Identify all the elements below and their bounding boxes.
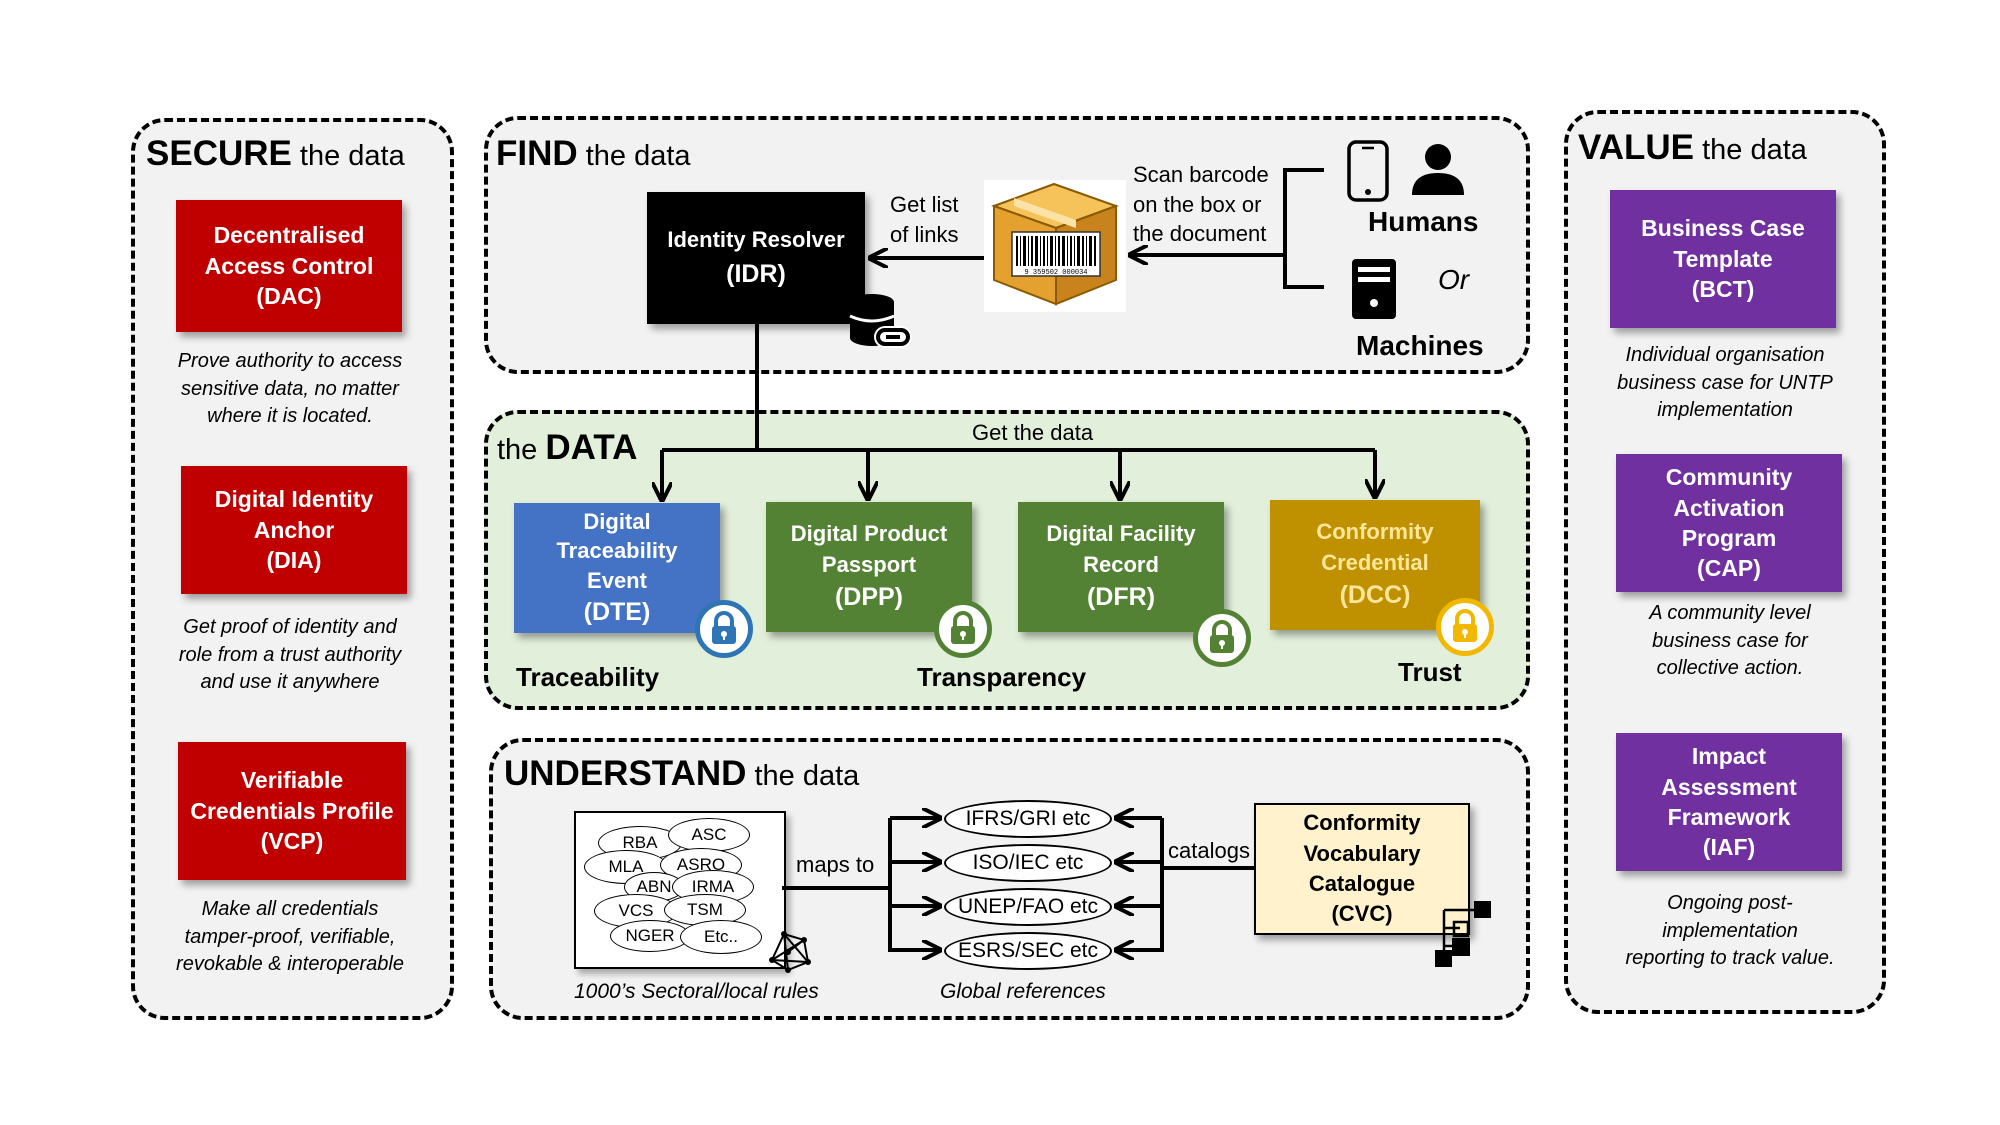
database-link-icon [849,294,912,348]
humans-label: Humans [1368,206,1479,237]
network-icon [769,931,811,973]
find-title: FIND the data [496,134,691,173]
value-title: VALUE the data [1578,128,1807,167]
trust-label: Trust [1398,657,1462,687]
barcode-digits: 9 359502 000034 [1024,269,1087,277]
data-title: the DATA [497,428,638,467]
secure-title: SECURE the data [146,134,405,173]
maps-to-label: maps to [796,852,875,877]
machines-label: Machines [1356,330,1484,361]
get-the-data-label: Get the data [972,420,1094,445]
rule-oval: Etc.. [680,920,762,954]
idr-card: Identity Resolver(IDR) [647,192,865,324]
traceability-label: Traceability [516,662,660,692]
reference-pill: IFRS/GRI etc [944,800,1112,838]
person-icon [1412,144,1464,195]
reference-pill: ESRS/SEC etc [944,932,1112,970]
computer-icon [1352,259,1396,319]
hierarchy-icon [1435,901,1491,967]
rule-oval: NGER [610,920,690,952]
transparency-label: Transparency [917,662,1087,692]
lock-icon [1193,609,1251,667]
lock-icon [695,600,753,658]
rule-oval: ASC [668,818,750,852]
global-caption: Global references [940,980,1106,1003]
catalogs-label: catalogs [1168,838,1250,863]
reference-pill: ISO/IEC etc [944,844,1112,882]
or-label: Or [1438,264,1470,295]
phone-icon [1347,140,1389,202]
understand-title: UNDERSTAND the data [504,754,860,793]
lock-icon [934,600,992,658]
reference-pill: UNEP/FAO etc [944,888,1112,926]
barcode-box-icon: 9 359502 000034 [984,180,1126,312]
sectoral-caption: 1000’s Sectoral/local rules [574,980,819,1003]
lock-icon [1436,598,1494,656]
